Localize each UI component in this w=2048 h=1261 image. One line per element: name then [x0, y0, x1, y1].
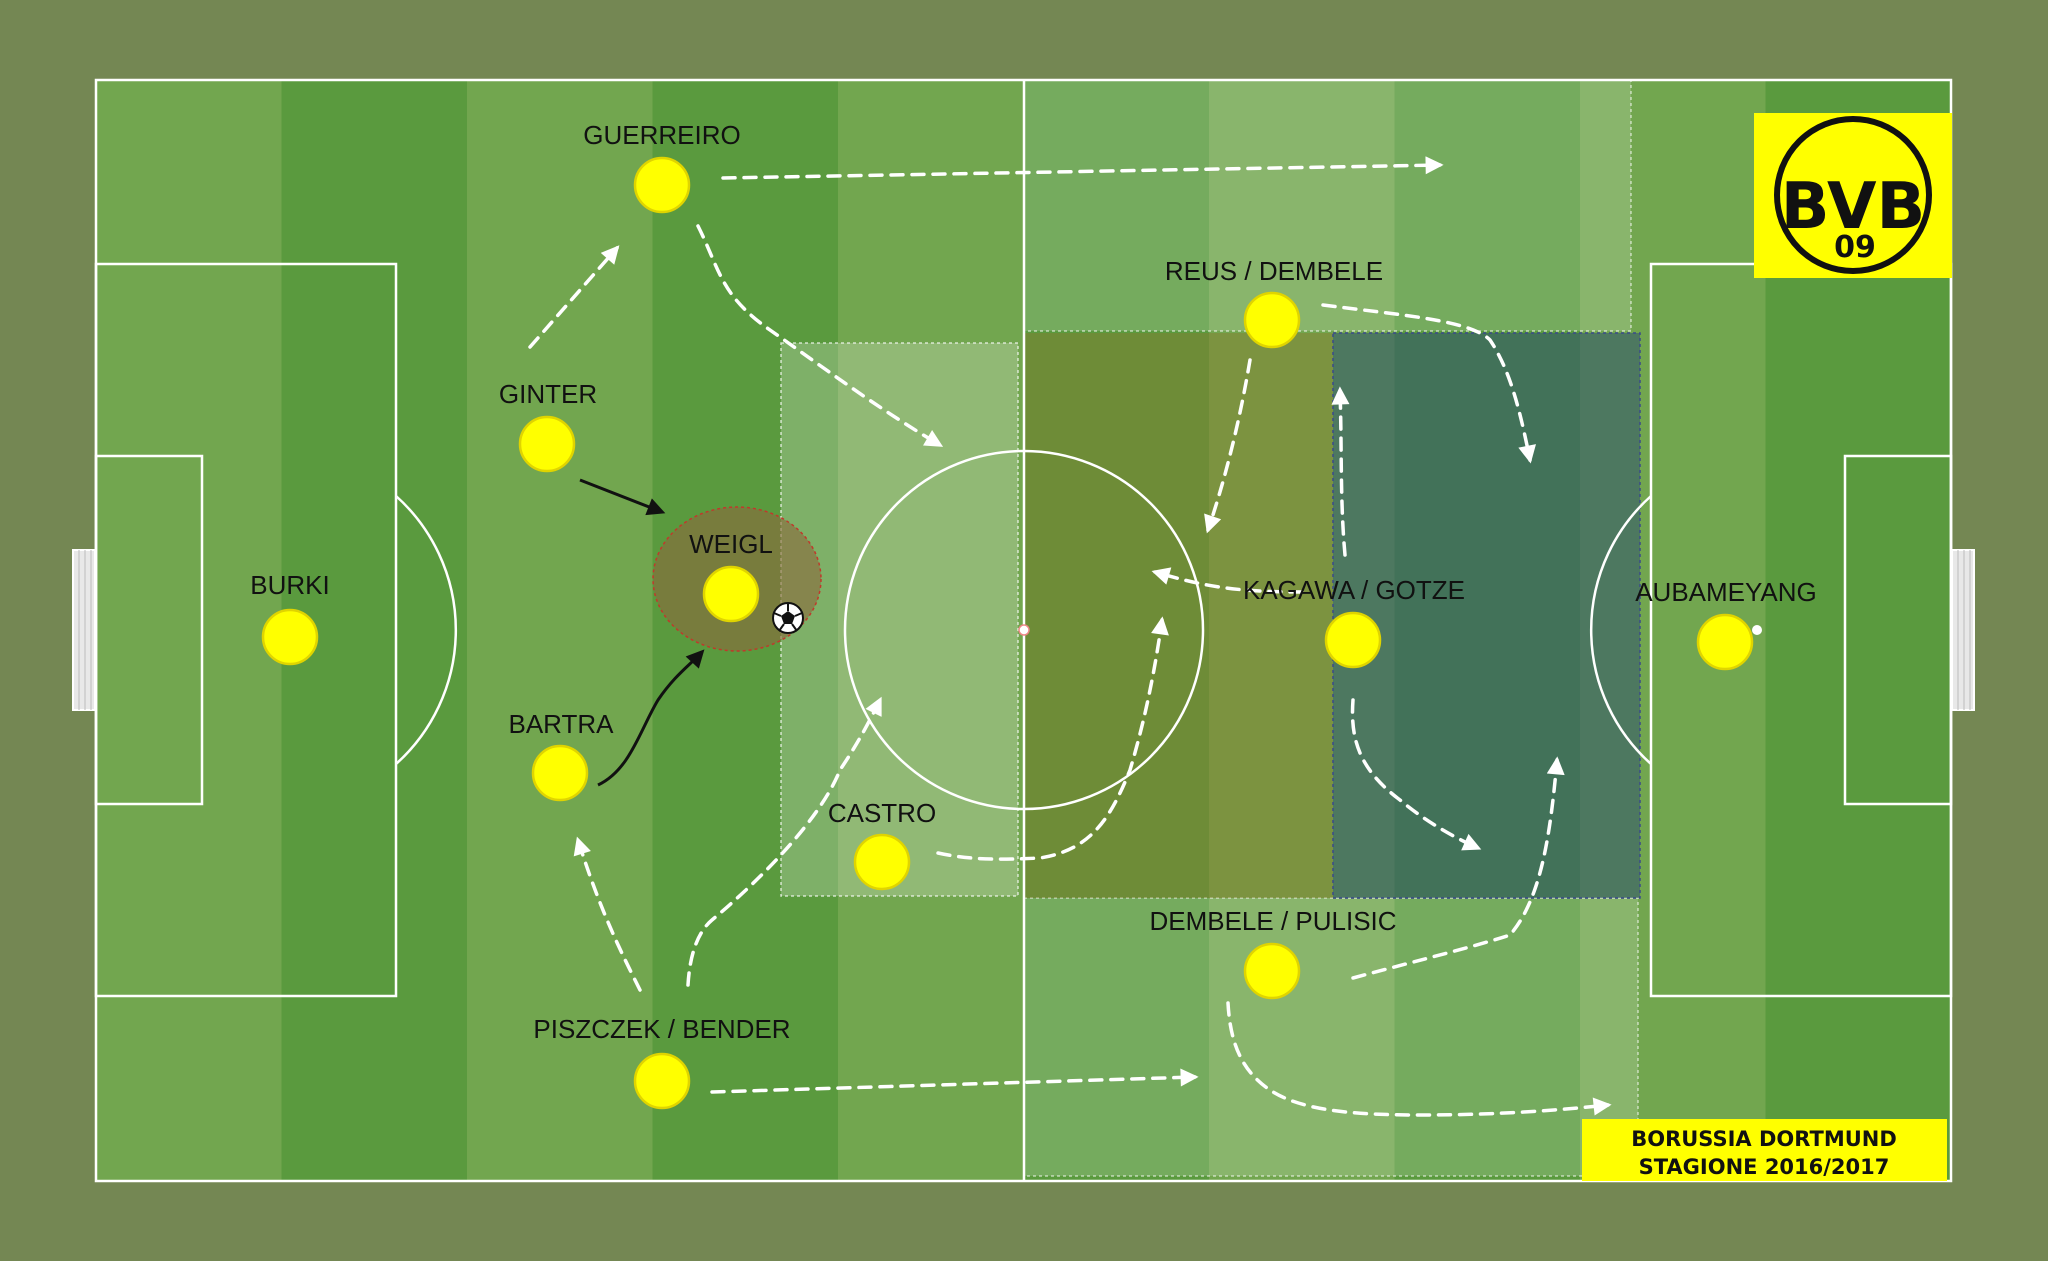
right-penalty-arc [1589, 495, 1652, 765]
ball-icon [772, 602, 804, 634]
player-ginter: GINTER [499, 379, 597, 473]
player-marker [1243, 942, 1301, 1000]
center-spot [1018, 624, 1030, 636]
crest-top-text: BVB [1781, 170, 1926, 244]
player-label: GUERREIRO [583, 120, 740, 150]
arrow-ginter-to-weigl [579, 478, 666, 516]
arrow-piszczek-run [710, 1068, 1199, 1094]
arrow-piszczek-to-bartra [573, 836, 642, 992]
player-label: PISZCZEK / BENDER [533, 1014, 790, 1044]
zone-right-bottom [1023, 897, 1639, 1177]
player-kagawa-gotze: KAGAWA / GOTZE [1243, 575, 1465, 669]
caption-box: BORUSSIA DORTMUND STAGIONE 2016/2017 [1582, 1119, 1947, 1181]
caption-line-1: BORUSSIA DORTMUND [1631, 1127, 1897, 1151]
bvb-crest-logo: BVB 09 [1754, 113, 1952, 278]
arrow-guerreiro-inside [696, 224, 944, 447]
player-castro: CASTRO [828, 798, 936, 891]
movement-arrows [528, 156, 1612, 1117]
left-goal [72, 549, 96, 711]
player-label: BARTRA [509, 709, 615, 739]
player-marker [853, 833, 911, 891]
player-marker [1324, 611, 1382, 669]
zone-overlays [652, 79, 1641, 1177]
player-burki: BURKI [250, 570, 330, 666]
arrow-kagawa-down [1350, 698, 1482, 851]
player-label: GINTER [499, 379, 597, 409]
player-bartra: BARTRA [509, 709, 615, 802]
goals [72, 549, 1975, 711]
pass-arrows [579, 478, 705, 787]
marker-dot [1752, 625, 1762, 635]
zone-right-top [1023, 79, 1632, 332]
crest-ring [1774, 116, 1932, 274]
center-circle [843, 449, 1205, 811]
arrow-ginter-to-guerreiro [528, 245, 620, 349]
caption-background [1582, 1119, 1947, 1181]
player-weigl: WEIGL [689, 529, 773, 623]
arrow-guerreiro-run [721, 156, 1444, 180]
player-marker [518, 415, 576, 473]
arrow-castro-run [936, 616, 1169, 861]
player-label: DEMBELE / PULISIC [1149, 906, 1396, 936]
players: BURKI GUERREIRO GINTER WEIGL BARTRA PISZ… [250, 120, 1817, 1110]
player-marker [1696, 613, 1754, 671]
player-marker [531, 744, 589, 802]
grass-stripe [838, 80, 1024, 1181]
grass-stripe [467, 80, 653, 1181]
player-label: CASTRO [828, 798, 936, 828]
player-dembele-pulisic: DEMBELE / PULISIC [1149, 906, 1397, 1000]
arrow-reus-drop [1204, 358, 1252, 534]
grass-stripe [1023, 80, 1210, 1181]
player-marker [1243, 291, 1301, 349]
arrow-piszczek-inside [686, 696, 882, 987]
crest-bottom-text: 09 [1834, 230, 1876, 265]
player-marker [633, 1052, 691, 1110]
player-marker [633, 156, 691, 214]
caption-line-2: STAGIONE 2016/2017 [1639, 1155, 1890, 1179]
arrow-dembele-wide [1226, 1001, 1612, 1117]
player-marker [702, 565, 760, 623]
player-guerreiro: GUERREIRO [583, 120, 741, 214]
player-marker [261, 608, 319, 666]
right-goal [1951, 549, 1975, 711]
player-label: WEIGL [689, 529, 773, 559]
player-piszczek-bender: PISZCZEK / BENDER [533, 1014, 791, 1110]
arrow-dembele-inside [1351, 756, 1565, 980]
arrow-reus-run [1321, 303, 1537, 464]
player-reus-dembele: REUS / DEMBELE [1165, 256, 1383, 349]
arrow-kagawa-back [1151, 567, 1304, 594]
left-penalty-arc [395, 495, 458, 765]
zone-midfield-olive [1024, 333, 1333, 898]
player-label: REUS / DEMBELE [1165, 256, 1383, 286]
player-label: AUBAMEYANG [1635, 577, 1817, 607]
player-label: KAGAWA / GOTZE [1243, 575, 1465, 605]
player-aubameyang: AUBAMEYANG [1635, 577, 1817, 671]
grass-stripe [96, 80, 282, 1181]
arrow-bartra-to-weigl [597, 649, 705, 787]
player-label: BURKI [250, 570, 329, 600]
zone-attack-blue [1332, 332, 1641, 899]
